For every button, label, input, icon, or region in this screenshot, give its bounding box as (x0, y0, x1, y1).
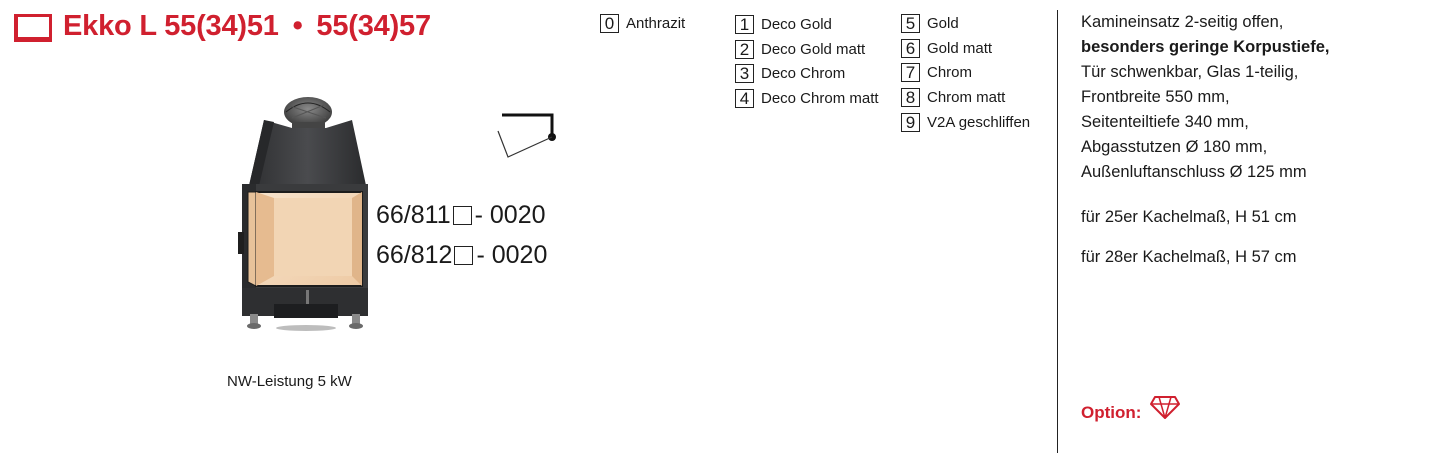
option-label: Option: (1081, 403, 1142, 422)
finish-label: Gold (927, 14, 959, 32)
article-number-suffix: - 0020 (474, 201, 546, 229)
finish-item: 8 Chrom matt (901, 85, 1005, 109)
variant-b: 55(34)57 (316, 10, 431, 42)
finish-number: 3 (735, 63, 754, 83)
finish-label: Chrom (927, 63, 973, 81)
finish-item: 9 V2A geschliffen (901, 110, 1030, 134)
finish-number: 6 (901, 38, 920, 58)
finish-number: 0 (600, 13, 619, 33)
product-description: Kamineinsatz 2-seitig offen, besonders g… (1081, 10, 1329, 185)
option-row: Option: (1081, 396, 1181, 423)
article-number-suffix: - 0020 (476, 241, 548, 269)
article-number-prefix: 66/811 (376, 201, 451, 229)
finish-number: 8 (901, 87, 920, 107)
tile-size-51: für 25er Kachelmaß, H 51 cm (1081, 208, 1297, 226)
description-line: Außenluftanschluss Ø 125 mm (1081, 163, 1307, 181)
article-number-prefix: 66/812 (376, 241, 453, 269)
diamond-gem-icon (1150, 396, 1181, 419)
finish-code-box (452, 206, 472, 225)
description-line-bold: besonders geringe Korpustiefe, (1081, 38, 1330, 56)
finish-item: 5 Gold (901, 11, 959, 35)
finish-item: 1 Deco Gold (735, 12, 832, 36)
power-output-label: NW-Leistung 5 kW (227, 373, 352, 390)
page-title: Ekko L 55(34)51 • 55(34)57 (63, 10, 431, 43)
description-line: Abgasstutzen Ø 180 mm, (1081, 138, 1268, 156)
finish-number: 7 (901, 62, 920, 82)
finish-label: Deco Gold (761, 15, 832, 33)
finish-number: 4 (735, 88, 754, 108)
article-number-row: 66/811 - 0020 (376, 201, 546, 230)
finish-item: 4 Deco Chrom matt (735, 86, 879, 110)
description-line: Frontbreite 550 mm, (1081, 88, 1230, 106)
finish-item: 7 Chrom (901, 60, 972, 84)
finish-number: 2 (735, 39, 754, 59)
finish-item: 3 Deco Chrom (735, 61, 845, 85)
finish-number: 5 (901, 13, 920, 33)
tile-size-57: für 28er Kachelmaß, H 57 cm (1081, 248, 1297, 266)
article-number-row: 66/812 - 0020 (376, 241, 547, 270)
finish-label: Gold matt (927, 39, 993, 57)
finish-item: 0 Anthrazit (600, 11, 685, 35)
description-line: Seitenteiltiefe 340 mm, (1081, 113, 1249, 131)
description-line: Tür schwenkbar, Glas 1-teilig, (1081, 63, 1299, 81)
finish-item: 2 Deco Gold matt (735, 37, 865, 61)
finish-number: 1 (735, 14, 754, 34)
finish-label: Anthrazit (626, 14, 686, 32)
finish-label: Chrom matt (927, 88, 1006, 106)
description-line: Kamineinsatz 2-seitig offen, (1081, 13, 1284, 31)
finish-item: 6 Gold matt (901, 36, 992, 60)
finish-number: 9 (901, 112, 920, 132)
finish-code-box (454, 246, 474, 265)
door-hinge-right-icon (497, 113, 556, 158)
title-separator: • (292, 10, 303, 42)
column-divider (1057, 10, 1058, 453)
fireplace-insert-image (238, 97, 368, 331)
red-square-corner-icon (14, 14, 52, 42)
finish-label: Deco Chrom matt (761, 89, 879, 107)
finish-label: V2A geschliffen (927, 113, 1031, 131)
model-name: Ekko L (63, 10, 157, 42)
variant-a: 55(34)51 (164, 10, 279, 42)
finish-label: Deco Chrom (761, 64, 846, 82)
finish-label: Deco Gold matt (761, 40, 866, 58)
